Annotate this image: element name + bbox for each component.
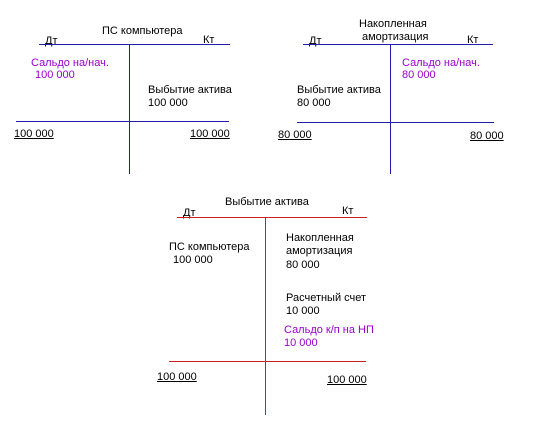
horizontal-bottom-line [16, 121, 229, 122]
turnover-debit: 80 000 [278, 129, 312, 141]
horizontal-top-line [177, 217, 367, 218]
account-title-line2: амортизация [362, 31, 429, 43]
entry-label: Выбытие актива [148, 84, 232, 96]
opening-balance-value: 80 000 [402, 69, 436, 81]
account-title: ПС компьютера [102, 25, 183, 37]
entry-value: 80 000 [297, 97, 331, 109]
horizontal-top-line [303, 44, 493, 45]
account-title-line1: Накопленная [359, 18, 427, 30]
opening-balance-label: Сальдо на/нач. [31, 57, 109, 69]
credit-entry1-line2: амортизация [286, 245, 353, 257]
debit-label: Дт [45, 35, 58, 47]
turnover-credit: 100 000 [190, 128, 230, 140]
credit-entry1-value: 80 000 [286, 259, 320, 271]
credit-entry2-value: 10 000 [286, 305, 320, 317]
credit-label: Кт [467, 34, 479, 46]
credit-entry1-line1: Накопленная [286, 232, 354, 244]
closing-balance-label: Сальдо к/п на НП [284, 324, 374, 336]
entry-value: 100 000 [148, 97, 188, 109]
horizontal-bottom-line [169, 361, 366, 362]
credit-entry2-label: Расчетный счет [286, 292, 367, 304]
debit-label: Дт [183, 207, 196, 219]
opening-balance-value: 100 000 [35, 69, 75, 81]
opening-balance-label: Сальдо на/нач. [402, 57, 480, 69]
turnover-credit: 80 000 [470, 130, 504, 142]
entry-label: Выбытие актива [297, 84, 381, 96]
credit-label: Кт [342, 205, 354, 217]
turnover-debit: 100 000 [157, 371, 197, 383]
horizontal-bottom-line [297, 122, 494, 123]
horizontal-top-line [39, 44, 230, 45]
vertical-line [390, 44, 391, 174]
turnover-credit: 100 000 [327, 374, 367, 386]
debit-label: Дт [309, 35, 322, 47]
closing-balance-value: 10 000 [284, 337, 318, 349]
turnover-debit: 100 000 [14, 128, 54, 140]
vertical-line [265, 217, 266, 415]
debit-entry-value: 100 000 [173, 254, 213, 266]
credit-label: Кт [203, 34, 215, 46]
debit-entry-label: ПС компьютера [169, 241, 250, 253]
account-title: Выбытие актива [225, 196, 309, 208]
vertical-line [129, 44, 130, 174]
